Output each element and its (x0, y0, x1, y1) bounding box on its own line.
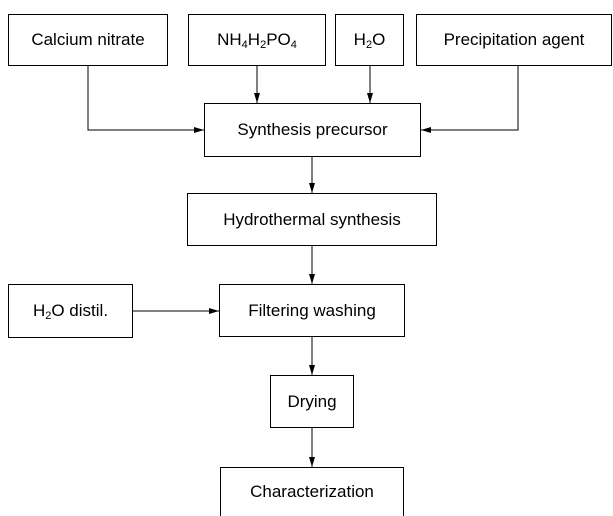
arrow-precipitation-agent-to-synthesis-precursor (421, 66, 519, 133)
node-label: Synthesis precursor (237, 120, 388, 139)
node-h2o: H2O (335, 14, 404, 66)
node-nh4h2po4: NH4H2PO4 (188, 14, 326, 66)
node-label: Hydrothermal synthesis (223, 209, 401, 229)
node-label: H2O (353, 30, 386, 51)
node-label: Drying (287, 391, 337, 411)
node-drying: Drying (270, 375, 354, 428)
node-label: NH4H2PO4 (217, 30, 297, 51)
node-synthesis-precursor: Synthesis precursor (204, 103, 421, 157)
arrow-calcium-nitrate-to-synthesis-precursor (87, 66, 204, 133)
node-filtering-washing: Filtering washing (219, 284, 405, 337)
node-hydrothermal-synthesis: Hydrothermal synthesis (187, 193, 437, 246)
node-label: Precipitation agent (443, 30, 585, 49)
node-precipitation-agent: Precipitation agent (416, 14, 612, 66)
node-h2o-distil: H2O distil. (8, 284, 133, 338)
node-calcium-nitrate: Calcium nitrate (8, 14, 168, 66)
node-characterization: Characterization (220, 467, 404, 516)
node-label: H2O distil. (32, 301, 109, 322)
node-label: Filtering washing (248, 300, 376, 320)
node-label: Calcium nitrate (31, 30, 145, 49)
node-label: Characterization (250, 482, 374, 501)
